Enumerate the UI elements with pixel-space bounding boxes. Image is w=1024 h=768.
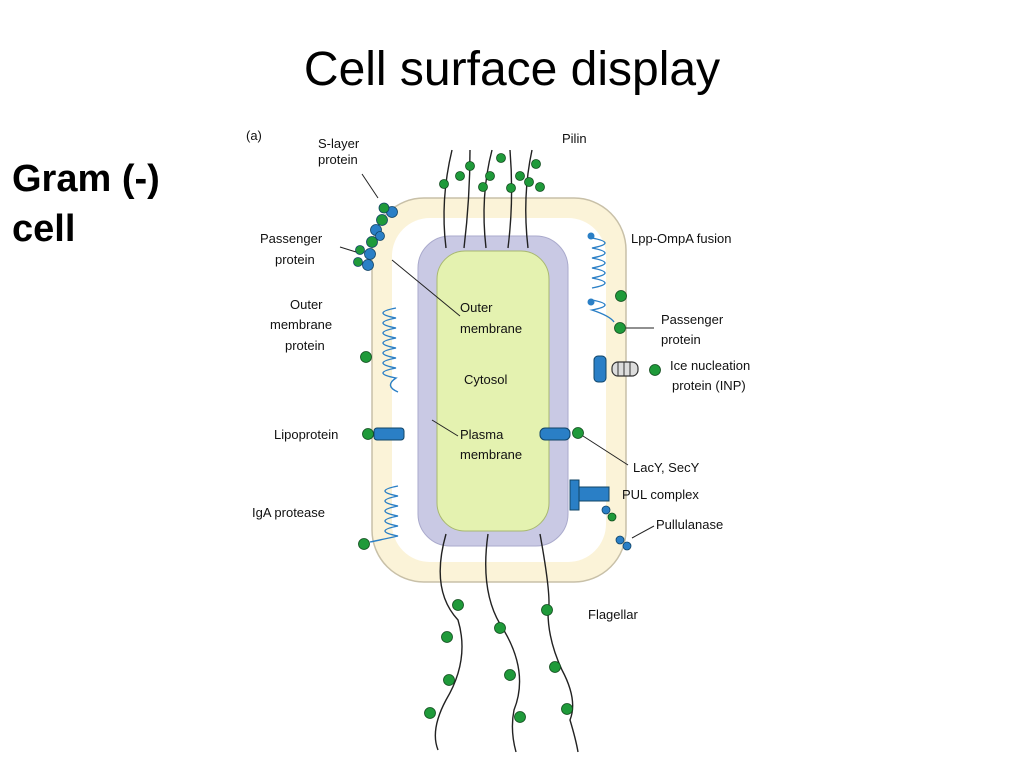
label-outer-membrane-1: Outer	[460, 300, 493, 315]
label-lpp-ompa: Lpp-OmpA fusion	[631, 231, 731, 246]
label-pul-complex: PUL complex	[622, 487, 699, 502]
label-passenger-right-1: Passenger	[661, 312, 724, 327]
pullulanase-shape	[615, 535, 632, 551]
label-outer-membrane-protein-1: Outer	[290, 297, 323, 312]
label-lipoprotein: Lipoprotein	[274, 427, 338, 442]
lacy-secy-shape	[539, 427, 584, 441]
panel-label: (a)	[246, 128, 262, 143]
label-outer-membrane-protein-3: protein	[285, 338, 325, 353]
flagella	[434, 533, 579, 753]
outer-membrane-protein-left	[382, 307, 399, 393]
lpp-ompa-shape	[589, 237, 615, 323]
label-s-layer-1: S-layer	[318, 136, 360, 151]
lpp-ompa-anchor-2	[587, 298, 595, 306]
pilin-fibers	[443, 149, 533, 249]
s-layer-cluster	[353, 202, 398, 271]
label-flagellar: Flagellar	[588, 607, 639, 622]
side-title: Gram (-) cell	[12, 154, 160, 254]
label-lacy-secy: LacY, SecY	[633, 460, 700, 475]
label-pullulanase: Pullulanase	[656, 517, 723, 532]
cytosol-area	[436, 250, 550, 532]
label-outer-membrane-2: membrane	[460, 321, 522, 336]
pul-complex-shape	[569, 479, 617, 522]
outer-membrane-protein-passenger	[360, 351, 372, 363]
side-title-line2: cell	[12, 208, 76, 250]
side-title-line1: Gram (-)	[12, 158, 160, 200]
inp-shape	[593, 355, 661, 383]
slide-title: Cell surface display	[303, 43, 721, 96]
label-inp-1: Ice nucleation	[670, 358, 750, 373]
iga-protease-shape	[369, 485, 399, 543]
label-plasma-membrane-1: Plasma	[460, 427, 504, 442]
label-passenger-left-1: Passenger	[260, 231, 323, 246]
passenger-right-circle	[614, 322, 626, 334]
lpp-ompa-anchor	[587, 232, 595, 240]
label-iga-protease: IgA protease	[252, 505, 325, 520]
label-inp-2: protein (INP)	[672, 378, 746, 393]
lpp-ompa-passenger	[615, 290, 627, 302]
lipoprotein-shape	[362, 427, 405, 441]
label-outer-membrane-protein-2: membrane	[270, 317, 332, 332]
flagellar-subunits	[424, 599, 573, 723]
label-s-layer-2: protein	[318, 152, 358, 167]
pilin-subunits	[439, 153, 545, 193]
label-passenger-right-2: protein	[661, 332, 701, 347]
leader-lines	[339, 173, 655, 539]
label-cytosol: Cytosol	[464, 372, 507, 387]
label-plasma-membrane-2: membrane	[460, 447, 522, 462]
iga-protease-passenger	[358, 538, 370, 550]
label-pilin: Pilin	[562, 131, 587, 146]
label-passenger-left-2: protein	[275, 252, 315, 267]
